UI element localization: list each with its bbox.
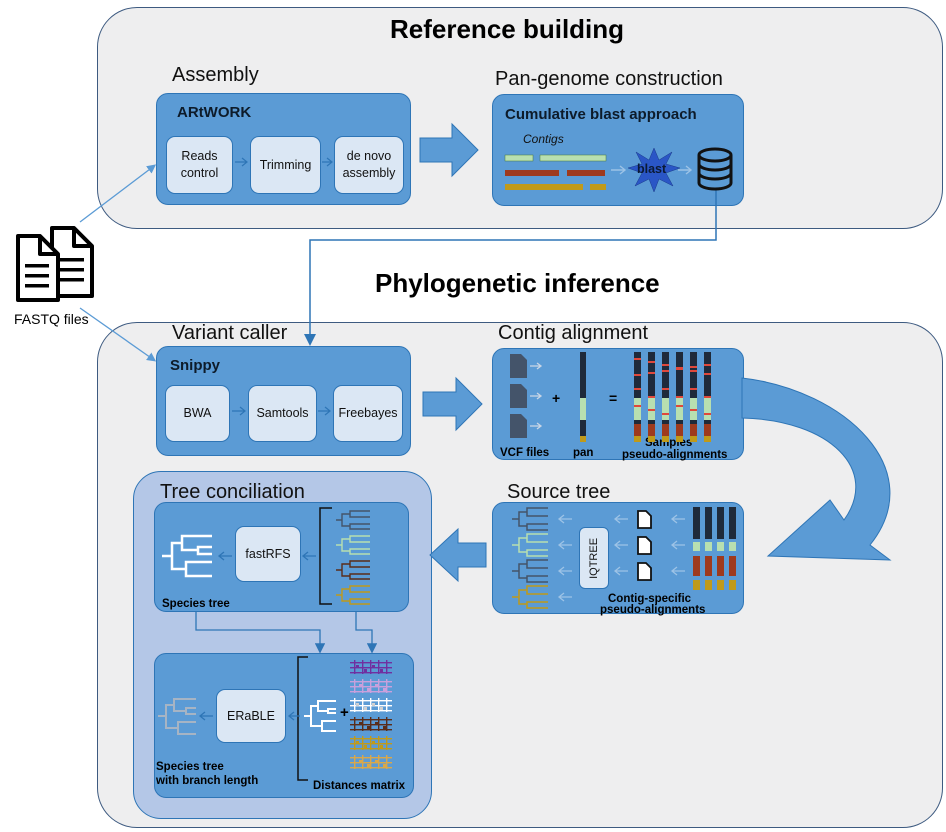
contigs-label: Contigs (523, 132, 564, 146)
contig-alignment-box (492, 348, 744, 460)
snippy-label: Snippy (170, 357, 221, 374)
equals-sign: = (609, 390, 618, 406)
assembly-heading: Assembly (172, 64, 259, 86)
fastq-files-icon (14, 226, 98, 302)
de-novo-assembly-label: de novo assembly (342, 149, 396, 180)
source-tree-heading: Source tree (507, 481, 611, 503)
reads-control-step: Reads control (166, 136, 233, 194)
iqtree-box: IQTREE (579, 527, 609, 589)
trimming-step: Trimming (250, 136, 321, 194)
erable-step: ERaBLE (216, 689, 286, 743)
bwa-step: BWA (165, 385, 230, 442)
plus-sign-matrix: + (340, 704, 349, 721)
fastq-files-label: FASTQ files (14, 311, 89, 327)
variant-caller-heading: Variant caller (172, 322, 288, 344)
contig-specific-label: Contig-specific (608, 593, 692, 605)
reference-building-title: Reference building (390, 14, 625, 44)
species-tree-bl-label-1: Species tree (156, 761, 224, 773)
phylogenetic-inference-title: Phylogenetic inference (375, 268, 660, 298)
iqtree-label: IQTREE (587, 537, 600, 579)
tree-conciliation-heading: Tree conciliation (160, 481, 305, 503)
species-tree-bl-label-2: with branch length (156, 775, 259, 787)
distances-matrix-label: Distances matrix (313, 780, 406, 792)
plus-sign: + (552, 390, 561, 406)
de-novo-assembly-step: de novo assembly (334, 136, 404, 194)
contig-alignment-heading: Contig alignment (498, 322, 649, 344)
freebayes-step: Freebayes (333, 385, 403, 442)
pangenome-heading: Pan-genome construction (495, 68, 723, 90)
blast-label: blast (637, 162, 667, 176)
samtools-step: Samtools (248, 385, 317, 442)
pseudo-alignments-label: pseudo-alignments (622, 449, 728, 461)
contig-pseudo-alignments-label: pseudo-alignments (600, 604, 706, 616)
cumulative-blast-label: Cumulative blast approach (505, 106, 697, 123)
artwork-label: ARtWORK (177, 104, 252, 121)
samples-label: Samples (645, 437, 693, 449)
fastrfs-step: fastRFS (235, 526, 301, 582)
pan-label: pan (573, 447, 594, 459)
species-tree-label: Species tree (162, 598, 230, 610)
vcf-files-label: VCF files (500, 447, 550, 459)
